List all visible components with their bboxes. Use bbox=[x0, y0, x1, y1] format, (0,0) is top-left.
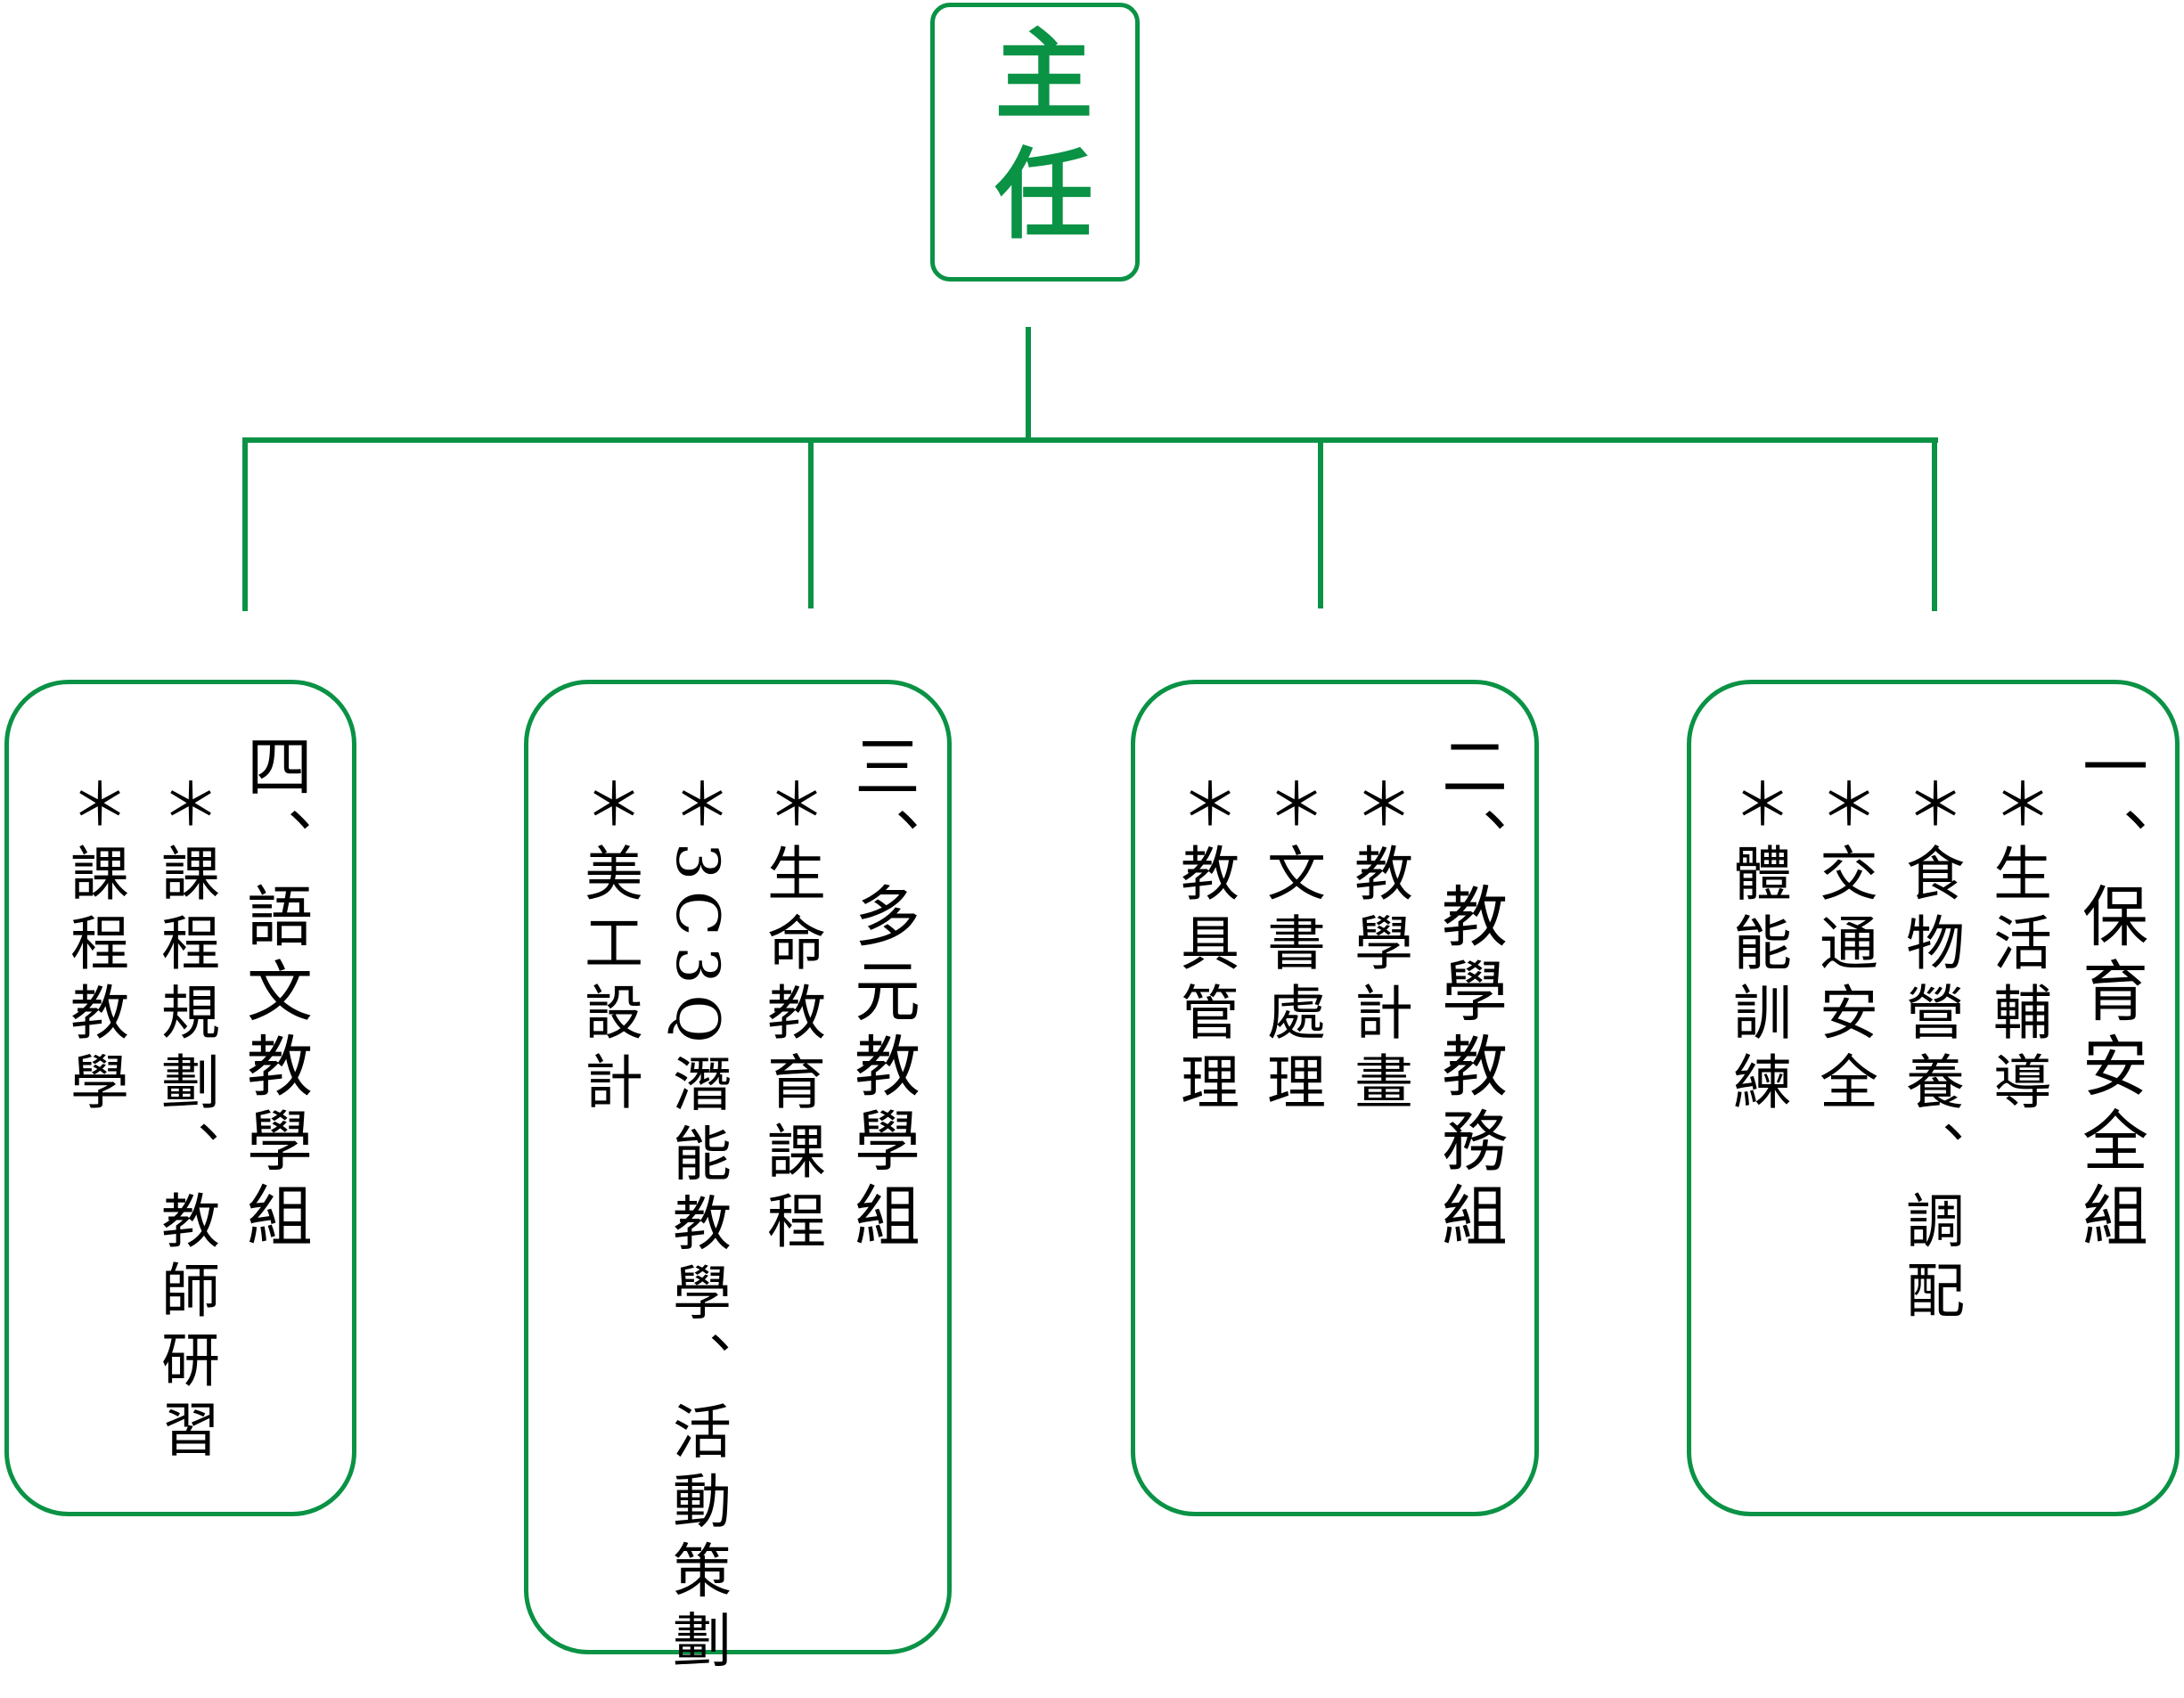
group-box-multi-teaching bbox=[524, 680, 952, 1654]
group-item: ＊生活輔導 bbox=[1984, 773, 2052, 1121]
group-item: ＊課程規劃、教師研習 bbox=[151, 773, 220, 1468]
group-item: ＊教學計畫 bbox=[1345, 773, 1413, 1121]
connector-drop-4 bbox=[242, 437, 248, 611]
group-item: ＊文書處理 bbox=[1257, 773, 1326, 1121]
group-title: 三、多元教學組 bbox=[843, 732, 920, 1256]
head-title-text: 主任 bbox=[977, 22, 1093, 262]
connector-stem bbox=[1026, 327, 1031, 443]
group-title: 一、保育安全組 bbox=[2071, 732, 2148, 1256]
group-item: ＊課程教學 bbox=[61, 773, 129, 1121]
group-title: 二、教學教務組 bbox=[1430, 732, 1508, 1256]
group-box-safety bbox=[1687, 680, 2180, 1516]
group-item: ＊食物營養、調配 bbox=[1896, 773, 1965, 1329]
head-box bbox=[930, 3, 1140, 282]
group-item: ＊3C3Q潛能教學、活動策劃 bbox=[663, 773, 732, 1679]
group-item: ＊交通安全 bbox=[1810, 773, 1878, 1121]
group-box-language bbox=[4, 680, 356, 1516]
connector-drop-2 bbox=[1318, 437, 1323, 608]
group-box-academic-affairs bbox=[1131, 680, 1539, 1516]
group-item: ＊美工設計 bbox=[575, 773, 643, 1121]
head-title: 主任 bbox=[930, 3, 1140, 282]
group-item: ＊生命教育課程 bbox=[757, 773, 826, 1260]
connector-drop-1 bbox=[1932, 437, 1937, 611]
connector-drop-3 bbox=[808, 437, 814, 608]
group-item: ＊體能訓練 bbox=[1723, 773, 1792, 1121]
connector-horizontal bbox=[242, 437, 1938, 443]
group-title: 四、語文教學組 bbox=[235, 732, 313, 1256]
group-item: ＊教具管理 bbox=[1171, 773, 1239, 1121]
